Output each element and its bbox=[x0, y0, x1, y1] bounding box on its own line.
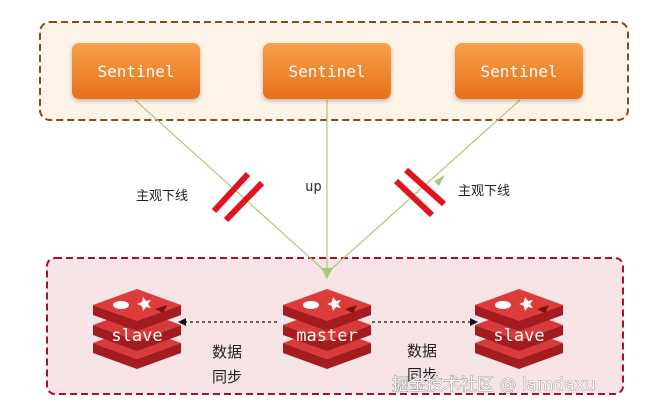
slave-node-right: slave bbox=[475, 289, 563, 369]
sentinel-node-2: Sentinel bbox=[263, 43, 391, 99]
link-right-label: 主观下线 bbox=[458, 184, 510, 199]
sentinel-node-1: Sentinel bbox=[72, 43, 200, 99]
sync-label-right-2: 同步 bbox=[407, 366, 437, 384]
sentinel-label: Sentinel bbox=[288, 62, 365, 81]
link-left-label: 主观下线 bbox=[136, 189, 188, 204]
arrow-head-master bbox=[321, 268, 333, 279]
slave-label: slave bbox=[111, 326, 162, 346]
sync-arrow-left bbox=[178, 318, 186, 326]
link-middle-label: up bbox=[305, 179, 322, 195]
cut-mark-left bbox=[211, 171, 265, 223]
sync-label-left-1: 数据 bbox=[212, 343, 242, 361]
arrow-head-right bbox=[434, 175, 445, 186]
sentinel-node-3: Sentinel bbox=[455, 43, 583, 99]
slave-label: slave bbox=[493, 326, 544, 346]
sentinel-label: Sentinel bbox=[480, 62, 557, 81]
sync-label-left-2: 同步 bbox=[212, 368, 242, 386]
watermark: 掘金技术社区 @ lamdaxu bbox=[392, 375, 596, 395]
sync-label-right-1: 数据 bbox=[407, 342, 437, 360]
slave-node-left: slave bbox=[93, 289, 181, 369]
sync-arrow-right bbox=[470, 318, 478, 326]
sentinel-label: Sentinel bbox=[97, 62, 174, 81]
link-left bbox=[134, 99, 328, 274]
cut-mark-right bbox=[393, 167, 447, 218]
master-label: master bbox=[296, 326, 357, 346]
master-node: master bbox=[283, 289, 371, 369]
